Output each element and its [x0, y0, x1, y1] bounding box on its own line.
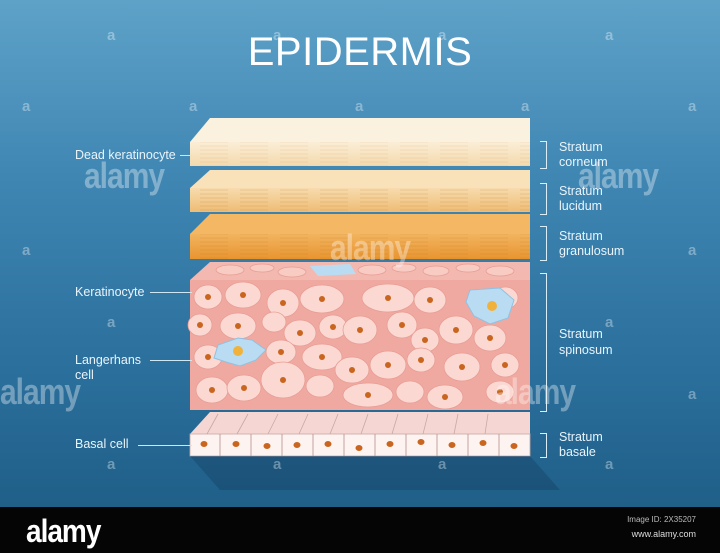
watermark-glyph: a	[688, 386, 697, 403]
watermark-glyph: a	[273, 27, 282, 44]
watermark-glyph: a	[438, 27, 447, 44]
watermark-glyph: a	[605, 27, 614, 44]
watermark-glyph: a	[688, 242, 697, 259]
label-dead-keratinocyte: Dead keratinocyte	[75, 148, 176, 162]
watermark-glyph: a	[605, 456, 614, 473]
leader-line	[150, 360, 192, 361]
layer-label-granulosum-2: granulosum	[559, 244, 625, 258]
watermark-glyph: a	[107, 27, 116, 44]
layer-label-basale-1: Stratum	[559, 430, 603, 444]
leader-line	[150, 292, 192, 293]
layer-label-granulosum-1: Stratum	[559, 229, 603, 243]
bracket-corneum	[540, 141, 547, 169]
bracket-spinosum	[540, 273, 547, 412]
layer-label-spinosum-2: spinosum	[559, 343, 613, 357]
watermark-glyph: a	[688, 98, 697, 115]
label-keratinocyte: Keratinocyte	[75, 285, 145, 299]
diagram-canvas: EPIDERMIS	[0, 0, 720, 507]
label-langerhans-line1: Langerhans	[75, 353, 142, 367]
watermark-glyph: a	[355, 98, 364, 115]
image-id: Image ID: 2X35207	[627, 515, 696, 524]
label-basal-cell: Basal cell	[75, 437, 129, 451]
watermark-glyph: a	[521, 98, 530, 115]
site-url: www.alamy.com	[631, 529, 696, 539]
bracket-lucidum	[540, 183, 547, 215]
layer-label-corneum-1: Stratum	[559, 140, 603, 154]
watermark-glyph: a	[189, 98, 198, 115]
layer-label-lucidum-2: lucidum	[559, 199, 603, 213]
layer-label-corneum-2: corneum	[559, 155, 608, 169]
layer-label-spinosum-1: Stratum	[559, 327, 603, 341]
epidermis-layers-illustration	[187, 118, 560, 490]
bracket-granulosum	[540, 226, 547, 261]
leader-line	[180, 155, 192, 156]
layer-label-basale-2: basale	[559, 445, 596, 459]
watermark-glyph: a	[605, 314, 614, 331]
watermark-glyph: a	[22, 242, 31, 259]
footer-bar: alamy Image ID: 2X35207 www.alamy.com	[0, 507, 720, 553]
watermark-brand: alamy	[330, 228, 411, 269]
label-langerhans-line2: cell	[75, 368, 94, 382]
watermark-glyph: a	[107, 456, 116, 473]
watermark-brand: alamy	[578, 156, 659, 197]
watermark-glyph: a	[107, 314, 116, 331]
watermark-brand: alamy	[84, 156, 165, 197]
watermark-glyph: a	[438, 456, 447, 473]
bracket-basale	[540, 433, 547, 458]
footer-logo: alamy	[26, 513, 101, 549]
watermark-glyph: a	[22, 98, 31, 115]
watermark-glyph: a	[273, 456, 282, 473]
diagram-title: EPIDERMIS	[247, 30, 473, 74]
watermark-brand: alamy	[495, 372, 576, 413]
leader-line	[138, 445, 192, 446]
layer-label-lucidum-1: Stratum	[559, 184, 603, 198]
watermark-brand: alamy	[0, 372, 81, 413]
